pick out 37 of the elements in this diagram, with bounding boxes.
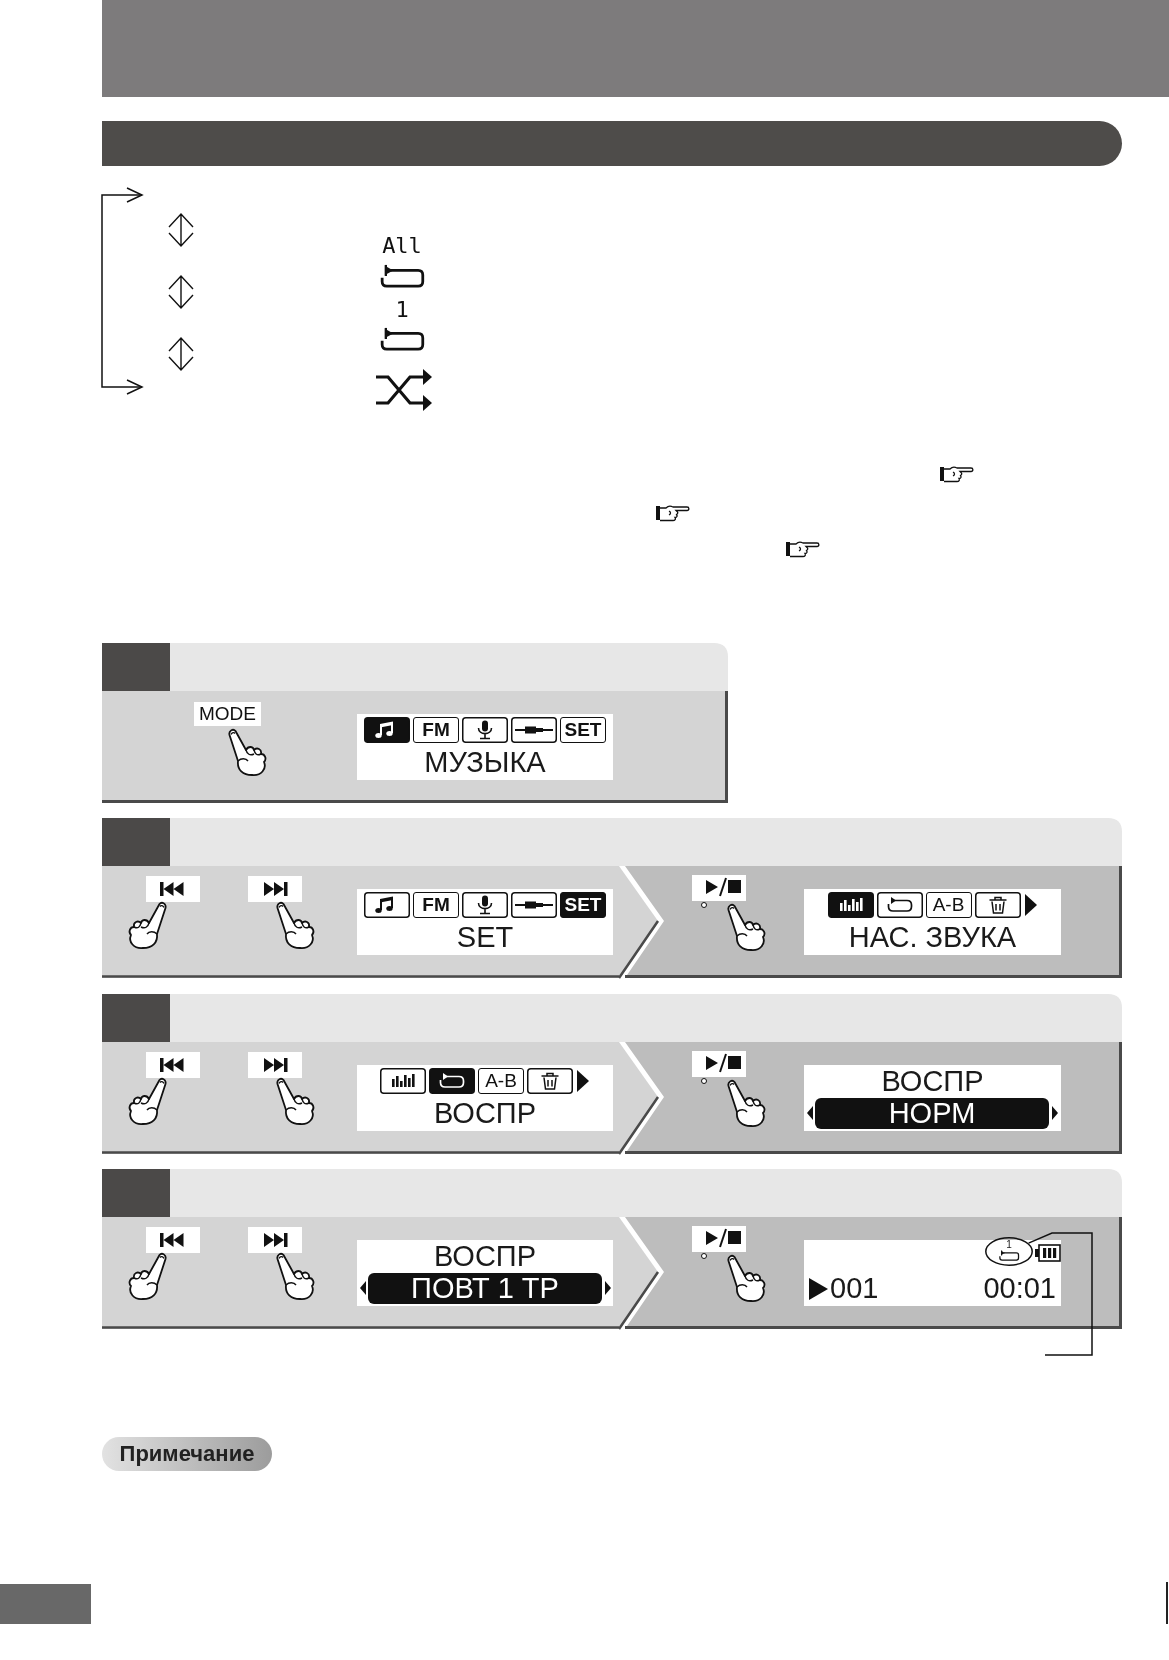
screen-text: 001 bbox=[830, 1273, 879, 1304]
display-tab: FM bbox=[413, 892, 459, 918]
icon-label: All bbox=[381, 234, 423, 260]
lcd-screen bbox=[804, 889, 1061, 955]
step-panel bbox=[102, 643, 728, 803]
header-band bbox=[102, 0, 1169, 97]
lcd-screen bbox=[804, 1240, 1061, 1306]
leader-line bbox=[1027, 1232, 1093, 1356]
step-panel bbox=[102, 818, 1122, 978]
highlight-ellipse bbox=[985, 1237, 1033, 1266]
display-tab: SET bbox=[560, 892, 606, 918]
section-title-bar bbox=[102, 121, 1122, 166]
step-panel bbox=[102, 1169, 1122, 1329]
note-heading: Примечание bbox=[102, 1437, 272, 1471]
screen-text: НАС. ЗВУКА bbox=[848, 922, 1017, 953]
display-tab: FM bbox=[413, 717, 459, 743]
key-label: MODE bbox=[194, 702, 261, 726]
screen-text: ВОСПР bbox=[433, 1098, 537, 1129]
display-tab: SET bbox=[560, 717, 606, 743]
lcd-screen bbox=[357, 714, 613, 780]
screen-text: ВОСПР bbox=[433, 1241, 537, 1272]
selected-option: НОРМ bbox=[815, 1098, 1049, 1129]
lcd-screen bbox=[357, 889, 613, 955]
page-number-tab bbox=[0, 1584, 91, 1624]
lcd-screen bbox=[357, 1065, 613, 1131]
display-tab: A-B bbox=[925, 892, 972, 918]
step-panel bbox=[102, 994, 1122, 1154]
screen-text: SET bbox=[456, 922, 514, 953]
lcd-screen bbox=[357, 1240, 613, 1306]
screen-text: 00:01 bbox=[983, 1273, 1056, 1304]
icon-label: 1 bbox=[394, 298, 410, 324]
screen-text: ВОСПР bbox=[881, 1066, 984, 1097]
selected-option: ПОВТ 1 ТР bbox=[368, 1273, 602, 1304]
display-tab: A-B bbox=[478, 1068, 524, 1094]
icon-digit: 1 bbox=[1006, 1239, 1012, 1250]
lcd-screen bbox=[804, 1065, 1061, 1131]
screen-text: МУЗЫКА bbox=[424, 747, 546, 778]
